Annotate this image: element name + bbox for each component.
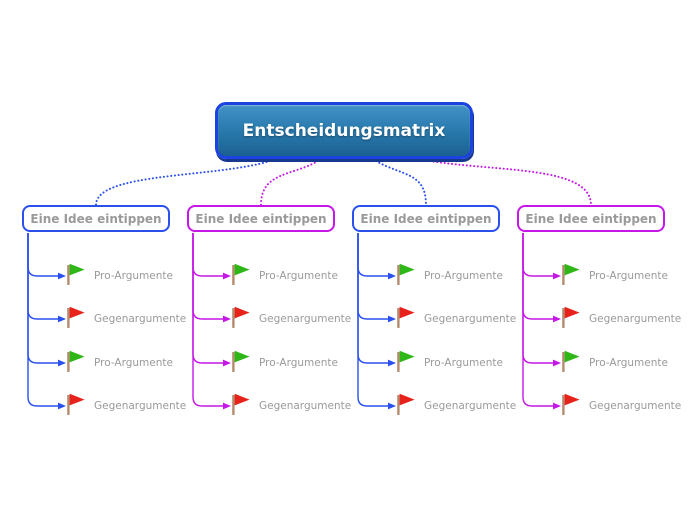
red-flag-icon	[231, 392, 251, 416]
subtopic-pro-4-3[interactable]: Pro-Argumente	[561, 349, 697, 377]
branch-1-subtopic-connectors	[27, 233, 66, 410]
subtopic-label: Pro-Argumente	[589, 357, 668, 369]
red-flag-icon	[396, 392, 416, 416]
connector-root-to-branch-4	[429, 160, 592, 206]
red-flag-icon	[231, 305, 251, 329]
subtopic-contra-3-2[interactable]: Gegenargumente	[396, 305, 556, 333]
subtopic-label: Pro-Argumente	[424, 357, 503, 369]
subtopic-label: Gegenargumente	[94, 400, 187, 412]
connector-root-to-branch-1	[95, 160, 271, 206]
subtopic-label: Pro-Argumente	[589, 270, 668, 282]
connector-root-to-branch-3	[375, 160, 427, 206]
red-flag-icon	[561, 392, 581, 416]
subtopic-label: Pro-Argumente	[94, 357, 173, 369]
subtopic-label: Gegenargumente	[589, 400, 682, 412]
green-flag-icon	[231, 349, 251, 373]
subtopic-label: Gegenargumente	[589, 313, 682, 325]
branch-topic-label: Eine Idee eintippen	[360, 211, 492, 226]
green-flag-icon	[66, 349, 86, 373]
branch-topic-3[interactable]: Eine Idee eintippen	[352, 205, 500, 232]
red-flag-icon	[66, 305, 86, 329]
subtopic-contra-3-4[interactable]: Gegenargumente	[396, 392, 556, 420]
subtopic-pro-3-3[interactable]: Pro-Argumente	[396, 349, 556, 377]
subtopic-contra-4-2[interactable]: Gegenargumente	[561, 305, 697, 333]
subtopic-pro-4-1[interactable]: Pro-Argumente	[561, 262, 697, 290]
subtopic-label: Gegenargumente	[94, 313, 187, 325]
branch-topic-label: Eine Idee eintippen	[525, 211, 657, 226]
red-flag-icon	[561, 305, 581, 329]
green-flag-icon	[231, 262, 251, 286]
subtopic-label: Pro-Argumente	[259, 270, 338, 282]
subtopic-pro-2-1[interactable]: Pro-Argumente	[231, 262, 391, 290]
root-topic-label: Entscheidungsmatrix	[242, 120, 446, 141]
subtopic-pro-1-3[interactable]: Pro-Argumente	[66, 349, 226, 377]
subtopic-label: Pro-Argumente	[424, 270, 503, 282]
subtopic-label: Gegenargumente	[259, 400, 352, 412]
branch-topic-label: Eine Idee eintippen	[30, 211, 162, 226]
green-flag-icon	[561, 349, 581, 373]
branch-topic-label: Eine Idee eintippen	[195, 211, 327, 226]
subtopic-label: Gegenargumente	[259, 313, 352, 325]
subtopic-pro-1-1[interactable]: Pro-Argumente	[66, 262, 226, 290]
green-flag-icon	[396, 262, 416, 286]
subtopic-pro-3-1[interactable]: Pro-Argumente	[396, 262, 556, 290]
green-flag-icon	[396, 349, 416, 373]
branch-topic-1[interactable]: Eine Idee eintippen	[22, 205, 170, 232]
subtopic-contra-4-4[interactable]: Gegenargumente	[561, 392, 697, 420]
subtopic-label: Pro-Argumente	[94, 270, 173, 282]
subtopic-label: Gegenargumente	[424, 400, 517, 412]
green-flag-icon	[561, 262, 581, 286]
red-flag-icon	[66, 392, 86, 416]
subtopic-contra-2-2[interactable]: Gegenargumente	[231, 305, 391, 333]
subtopic-contra-1-2[interactable]: Gegenargumente	[66, 305, 226, 333]
branch-topic-4[interactable]: Eine Idee eintippen	[517, 205, 665, 232]
subtopic-label: Pro-Argumente	[259, 357, 338, 369]
connector-root-to-branch-2	[260, 160, 319, 206]
branch-topic-2[interactable]: Eine Idee eintippen	[187, 205, 335, 232]
green-flag-icon	[66, 262, 86, 286]
subtopic-contra-2-4[interactable]: Gegenargumente	[231, 392, 391, 420]
red-flag-icon	[396, 305, 416, 329]
root-topic[interactable]: Entscheidungsmatrix	[215, 102, 473, 159]
subtopic-label: Gegenargumente	[424, 313, 517, 325]
subtopic-contra-1-4[interactable]: Gegenargumente	[66, 392, 226, 420]
subtopic-pro-2-3[interactable]: Pro-Argumente	[231, 349, 391, 377]
